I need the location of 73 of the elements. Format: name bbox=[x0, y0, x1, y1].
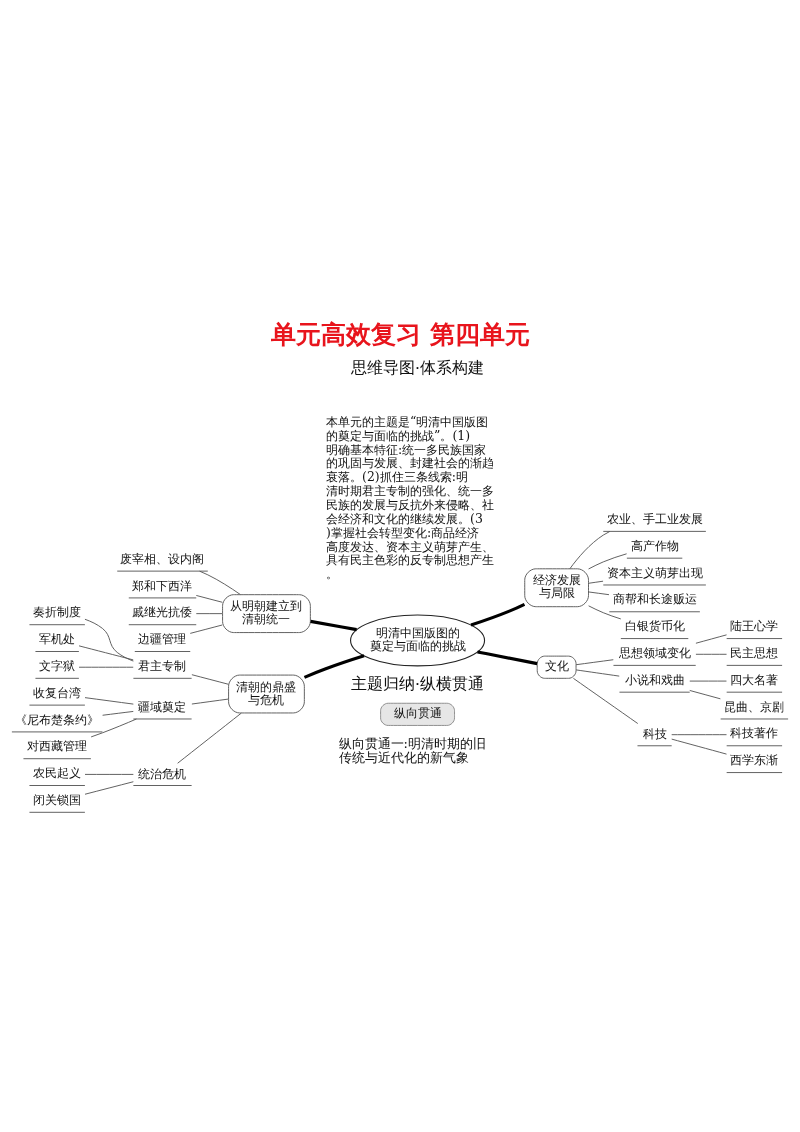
node-box: 纵向贯通 bbox=[380, 702, 455, 726]
connector bbox=[310, 619, 357, 631]
node-text: 资本主义萌芽出现 bbox=[606, 565, 703, 580]
node-text: 郑和下西洋 bbox=[132, 578, 193, 593]
node-ellipse: 明清中国版图的奠定与面临的挑战 bbox=[350, 613, 486, 666]
connector bbox=[189, 624, 223, 634]
connector bbox=[177, 712, 242, 764]
connector bbox=[199, 570, 241, 595]
connector bbox=[191, 698, 229, 704]
node-text: 小说和戏曲 bbox=[624, 672, 685, 687]
connector bbox=[695, 653, 727, 655]
connector bbox=[575, 658, 614, 665]
connector bbox=[470, 602, 526, 626]
node-text: 奏折制度 bbox=[33, 604, 82, 619]
connector bbox=[84, 696, 134, 705]
node-text: 军机处 bbox=[39, 631, 76, 646]
connector bbox=[588, 552, 628, 569]
diagram-title: 单元高效复习 第四单元 bbox=[271, 319, 530, 349]
node-text: 西学东渐 bbox=[730, 752, 779, 767]
connector bbox=[84, 780, 134, 795]
connector bbox=[588, 580, 604, 584]
connector bbox=[671, 738, 727, 755]
connector bbox=[90, 718, 137, 737]
connector bbox=[78, 644, 134, 660]
connector bbox=[84, 618, 134, 662]
node-text: 农民起义 bbox=[33, 765, 82, 780]
node-text: 商帮和长途贩运 bbox=[612, 591, 697, 606]
node-text: 白银货币化 bbox=[624, 618, 685, 633]
node-text: 戚继光抗倭 bbox=[132, 604, 193, 619]
node-text: 废宰相、设内阁 bbox=[120, 551, 205, 566]
label: 本单元的主题是“明清中国版图的奠定与面临的挑战”。(1)明确基本特征:统一多民族国家的巩固与发展、封建社会的渐趋衰落。(2)抓住三条线索:明清时期君主专制的强化、统一多民族的发展与反抗外来侵略、社会经济和文化的继续发展。(3)掌握社会转型变化:商品经济高度发达、资本主义萌芽产生、具有民主色彩的反专制思想产生。 bbox=[326, 413, 495, 581]
connector bbox=[689, 689, 721, 699]
label: 纵向贯通一:明清时期的旧传统与近代化的新气象 bbox=[338, 735, 486, 765]
connector bbox=[588, 604, 622, 619]
node-text: 边疆管理 bbox=[138, 631, 187, 646]
node-text: 君主专制 bbox=[138, 658, 187, 673]
node-text: 思想领域变化 bbox=[618, 645, 691, 660]
connector bbox=[195, 594, 223, 603]
node-text: 民主思想 bbox=[730, 645, 779, 660]
connector bbox=[195, 612, 223, 614]
node-text: 科技著作 bbox=[730, 725, 779, 740]
connector bbox=[689, 680, 727, 682]
node-text: 科技 bbox=[642, 726, 667, 741]
label: 主题归纳·纵横贯通 bbox=[351, 673, 485, 693]
node-text: 收复台湾 bbox=[33, 685, 82, 700]
node-text: 《尼布楚条约》 bbox=[15, 712, 100, 727]
connector bbox=[477, 649, 538, 665]
node-text: 陆王心学 bbox=[730, 618, 779, 633]
connector bbox=[569, 530, 611, 569]
node-box: 从明朝建立到清朝统一 bbox=[222, 593, 311, 633]
node-box: 经济发展与局限 bbox=[524, 567, 589, 607]
connector bbox=[572, 677, 639, 724]
connector bbox=[84, 773, 134, 775]
connector bbox=[78, 666, 134, 668]
node-text: 昆曲、京剧 bbox=[724, 699, 785, 714]
node-box: 文化 bbox=[536, 655, 577, 679]
node-text: 统治危机 bbox=[138, 766, 187, 781]
connector bbox=[575, 668, 620, 677]
node-text: 农业、手工业发展 bbox=[606, 511, 703, 526]
connector bbox=[671, 733, 727, 735]
label: 思维导图·体系构建 bbox=[351, 357, 485, 377]
node-box: 清朝的鼎盛与危机 bbox=[228, 674, 305, 713]
node-text: 文字狱 bbox=[39, 658, 76, 673]
connector bbox=[303, 653, 365, 679]
node-text: 疆域奠定 bbox=[138, 699, 187, 714]
connector bbox=[588, 591, 610, 595]
connector bbox=[695, 633, 727, 644]
node-text: 对西藏管理 bbox=[27, 738, 88, 753]
node-text: 高产作物 bbox=[630, 538, 679, 553]
connector bbox=[191, 673, 229, 685]
node-text: 闭关锁国 bbox=[33, 792, 82, 807]
connector bbox=[102, 710, 134, 716]
node-text: 四大名著 bbox=[730, 672, 779, 687]
